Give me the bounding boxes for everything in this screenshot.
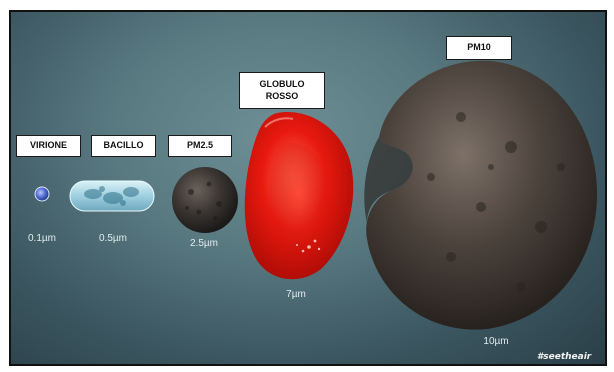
size-pm2-5: 2.5µm <box>174 238 234 249</box>
size-globulo-rosso: 7µm <box>271 289 321 300</box>
label-pm2-5: PM2.5 <box>168 135 232 157</box>
image-frame: VIRIONE BACILLO PM2.5 GLOBULO ROSSO PM10 <box>9 10 607 366</box>
size-pm10: 10µm <box>466 336 526 347</box>
label-bacillo: BACILLO <box>91 135 156 157</box>
virion-image <box>25 182 59 206</box>
size-virione: 0.1µm <box>17 233 67 244</box>
red-blood-cell-image <box>239 107 357 282</box>
label-globulo-line2: ROSSO <box>266 91 299 102</box>
label-virione: VIRIONE <box>16 135 81 157</box>
pm10-image <box>361 57 601 335</box>
size-bacillo: 0.5µm <box>83 233 143 244</box>
bacillus-image <box>68 177 158 215</box>
watermark-text: #seetheair <box>537 352 591 362</box>
pm2-5-image <box>169 164 241 236</box>
label-globulo-line1: GLOBULO <box>260 79 305 90</box>
label-globulo-rosso: GLOBULO ROSSO <box>239 72 325 109</box>
